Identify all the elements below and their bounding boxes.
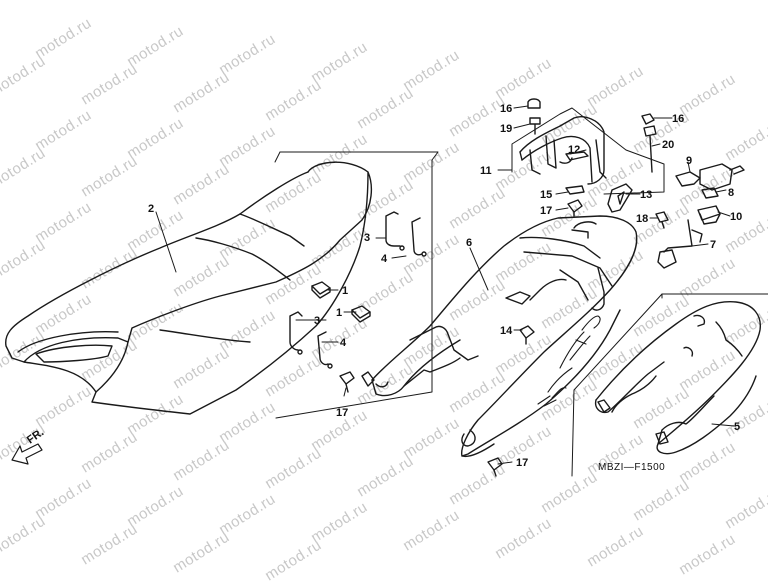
cover-part-13 bbox=[607, 183, 633, 213]
front-direction-arrow bbox=[11, 443, 43, 465]
grab-rail-part-12 bbox=[565, 151, 589, 161]
diagram-code: MBZI—F1500 bbox=[598, 462, 665, 473]
seat-hook-upper bbox=[385, 211, 427, 257]
cap-part-16-left bbox=[527, 98, 541, 109]
bolt-part-14 bbox=[519, 325, 535, 345]
seat-group-frame bbox=[274, 151, 439, 419]
side-cover-frame bbox=[571, 293, 768, 477]
callout-5: 5 bbox=[734, 421, 740, 433]
callout-20: 20 bbox=[662, 139, 674, 151]
callout-8: 8 bbox=[728, 187, 734, 199]
callout-17-left: 17 bbox=[336, 407, 348, 419]
bolt-part-17-rail bbox=[567, 199, 583, 217]
callout-3-upper: 3 bbox=[364, 232, 370, 244]
clip-part-1-upper bbox=[311, 281, 331, 299]
bolt-part-18 bbox=[655, 211, 669, 229]
callout-1-upper: 1 bbox=[342, 285, 348, 297]
bolt-part-17-bottom bbox=[487, 457, 503, 477]
callout-15: 15 bbox=[540, 189, 552, 201]
callout-4-upper: 4 bbox=[381, 253, 388, 265]
callout-3-lower: 3 bbox=[314, 315, 320, 327]
bolt-part-17-left bbox=[339, 371, 355, 393]
callout-16-left: 16 bbox=[500, 103, 512, 115]
callout-9: 9 bbox=[686, 155, 692, 167]
seat-part-2 bbox=[5, 161, 373, 415]
callout-13: 13 bbox=[640, 189, 652, 201]
rear-cowl-part-6 bbox=[361, 215, 638, 458]
cap-part-16-right bbox=[641, 113, 655, 125]
callout-14: 14 bbox=[500, 325, 513, 337]
callout-19: 19 bbox=[500, 123, 512, 135]
clip-part-1-lower bbox=[351, 305, 371, 323]
seat-hook-lower bbox=[289, 311, 333, 369]
leader-lines bbox=[155, 105, 735, 465]
grab-rail-part-11 bbox=[519, 116, 607, 185]
callout-10: 10 bbox=[730, 211, 742, 223]
callout-11: 11 bbox=[480, 165, 492, 177]
callout-6: 6 bbox=[466, 237, 472, 249]
callout-17-bottom: 17 bbox=[516, 457, 528, 469]
callout-18: 18 bbox=[636, 213, 648, 225]
callout-2: 2 bbox=[148, 203, 154, 215]
callout-17-rail: 17 bbox=[540, 205, 552, 217]
callout-1-lower: 1 bbox=[336, 307, 342, 319]
callout-16-right: 16 bbox=[672, 113, 684, 125]
seat-lock-assembly bbox=[657, 163, 745, 269]
cowl-decal bbox=[537, 315, 601, 407]
bolt-part-20 bbox=[643, 125, 657, 173]
bolt-part-19 bbox=[529, 117, 541, 135]
side-cover-part-5 bbox=[594, 301, 761, 455]
front-direction-label: FR. bbox=[25, 426, 46, 446]
callout-7: 7 bbox=[710, 239, 716, 251]
bolt-part-15 bbox=[565, 185, 585, 195]
grab-rail-frame bbox=[511, 107, 665, 195]
callout-4-lower: 4 bbox=[340, 337, 347, 349]
callout-12: 12 bbox=[568, 144, 580, 156]
